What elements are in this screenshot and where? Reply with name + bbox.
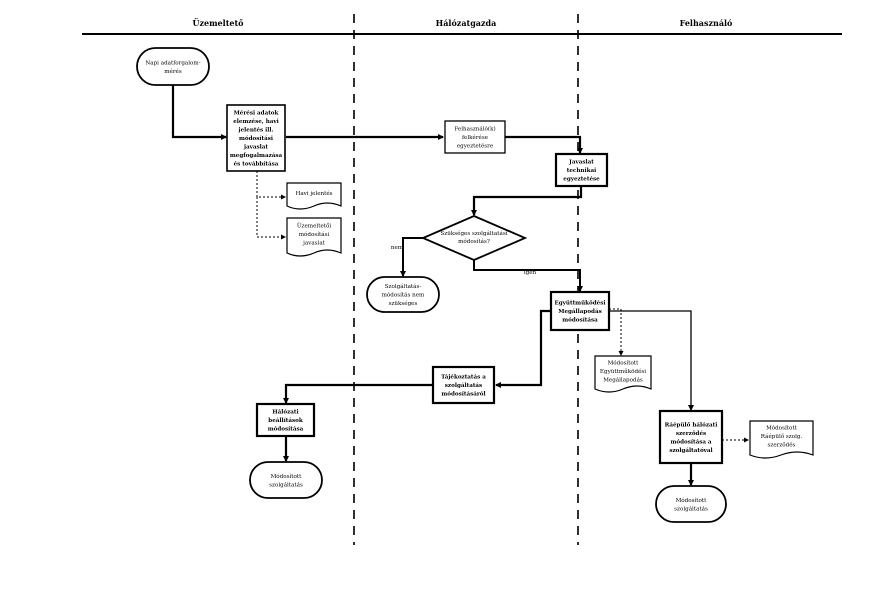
node-text-line: Tájékoztatás a: [441, 374, 486, 381]
node-text-line: Megállapodás: [603, 377, 643, 384]
node-text-line: Hálózati: [272, 409, 298, 416]
node-text-line: Megállapodás: [558, 308, 602, 315]
node-text-line: szükséges: [389, 300, 418, 307]
node-text-line: Mérési adatok: [234, 110, 279, 117]
edge-egyuttm-to-modegy: [605, 308, 624, 356]
node-text-line: Szükséges szolgáltatási: [441, 230, 508, 237]
node-text-line: mérés: [164, 68, 182, 75]
node-text-line: jelentés ill.: [238, 127, 274, 134]
node-text-line: beállítások: [268, 417, 303, 424]
node-text-line: szolgáltatóval: [669, 447, 712, 454]
edge-felh-to-javaslat: [505, 135, 583, 154]
node-text-line: Együttműködési: [600, 368, 646, 375]
node-text-line: felkérése: [462, 134, 489, 141]
lane-title-halozatgazda: Hálózatgazda: [436, 18, 497, 28]
lane-title-felhasznalo: Felhasználó: [680, 18, 733, 28]
meres-process[interactable]: [226, 104, 286, 172]
raepulo-process[interactable]: [658, 409, 724, 465]
node-text-line: Együttműködési: [555, 300, 606, 307]
edge-egyuttm-to-tajekoztatas: [495, 309, 550, 388]
node-text-line: Havi jelentés: [295, 190, 332, 197]
node-text-line: módosítása a: [670, 438, 711, 445]
edge-decision-nem: [400, 237, 423, 277]
halozati-beall-process[interactable]: [255, 402, 316, 438]
nem-szukseges-terminator[interactable]: [366, 276, 440, 313]
start-node[interactable]: [136, 47, 210, 86]
felh-egyeztetes-process[interactable]: [444, 120, 506, 154]
mod-szolg-right-terminator[interactable]: [655, 485, 727, 523]
node-text-line: módosítása: [268, 426, 304, 433]
felh-egyeztetes-text: Felhasználó(k)felkérése egyeztetésre: [454, 126, 495, 150]
uzem-javaslat-document[interactable]: [286, 217, 342, 257]
node-text-line: Ráépülő szolg.: [761, 433, 803, 440]
node-text-line: Üzemeltetői: [297, 223, 332, 230]
tajekoztatas-process[interactable]: [431, 365, 496, 405]
node-text-line: módosítása: [562, 317, 598, 324]
node-text-line: elemzése, havi: [233, 118, 279, 125]
edge-start-to-meres: [171, 84, 227, 140]
node-text-line: javaslat: [302, 241, 326, 247]
edge-meres-to-havi: [256, 171, 286, 200]
node-text-line: Módosított: [608, 360, 640, 367]
node-text-line: Ráépülő hálózati: [665, 421, 718, 428]
edge-tajekoztatas-to-halozati: [283, 383, 432, 404]
javaslat-egyeztetese-process[interactable]: [554, 152, 609, 188]
node-text-line: szolgáltatás: [269, 481, 303, 488]
mod-szolg-left-terminator[interactable]: [249, 461, 323, 499]
havi-jelentes-document[interactable]: [286, 182, 342, 210]
node-text-line: szerződés: [768, 442, 796, 449]
node-text-line: Szolgáltatás-: [385, 283, 422, 290]
edge-decision-igen: [473, 260, 583, 292]
node-text-line: Javaslat: [568, 160, 594, 166]
node-text-line: módosítási: [299, 231, 330, 238]
start-node-text: Napi adatforgalom-mérés: [145, 60, 200, 75]
node-text-line: javaslat: [243, 145, 268, 151]
edge-meres-to-uzemmod: [256, 197, 286, 240]
node-text-line: Felhasználó(k): [454, 126, 495, 133]
mod-raepulo-document[interactable]: [749, 420, 814, 459]
node-text-line: egyeztetése: [563, 176, 600, 183]
havi-jelentes-text: Havi jelentés: [295, 190, 332, 197]
edge-label-igen: igen: [524, 270, 537, 276]
node-text-line: és továbbítása: [234, 161, 279, 168]
node-text-line: technikai: [567, 168, 596, 174]
node-text-line: Módosított: [676, 497, 708, 504]
node-text-line: Napi adatforgalom-: [145, 60, 200, 66]
node-text-line: megfogalmazása: [230, 152, 283, 159]
node-text-line: Módosított: [766, 425, 798, 432]
edge-label-nem: nem: [391, 245, 404, 251]
node-text-line: módosítás?: [458, 238, 490, 245]
modositott-egyuttm-document[interactable]: [594, 355, 652, 393]
edge-javaslat-to-decision: [471, 186, 583, 216]
javaslat-egyeztetese-text: Javaslat technikai egyeztetése: [563, 160, 600, 183]
node-text-line: módosítás nem: [382, 292, 425, 299]
node-text-line: módosítási: [239, 135, 273, 142]
node-text-line: szolgáltatás: [445, 382, 482, 389]
node-text-line: egyeztetésre: [457, 143, 494, 150]
decision-diamond[interactable]: [420, 215, 528, 261]
edge-egyuttm-to-raepulo: [610, 310, 694, 411]
node-text-line: módosításáról: [441, 391, 485, 398]
egyuttmukodesi-process[interactable]: [549, 290, 611, 332]
node-text-line: szerződés: [676, 430, 706, 437]
node-text-line: szolgáltatás: [674, 505, 708, 512]
lane-title-uzemelteto: Üzemeltető: [192, 18, 244, 28]
node-text-line: Módosított: [271, 473, 303, 480]
